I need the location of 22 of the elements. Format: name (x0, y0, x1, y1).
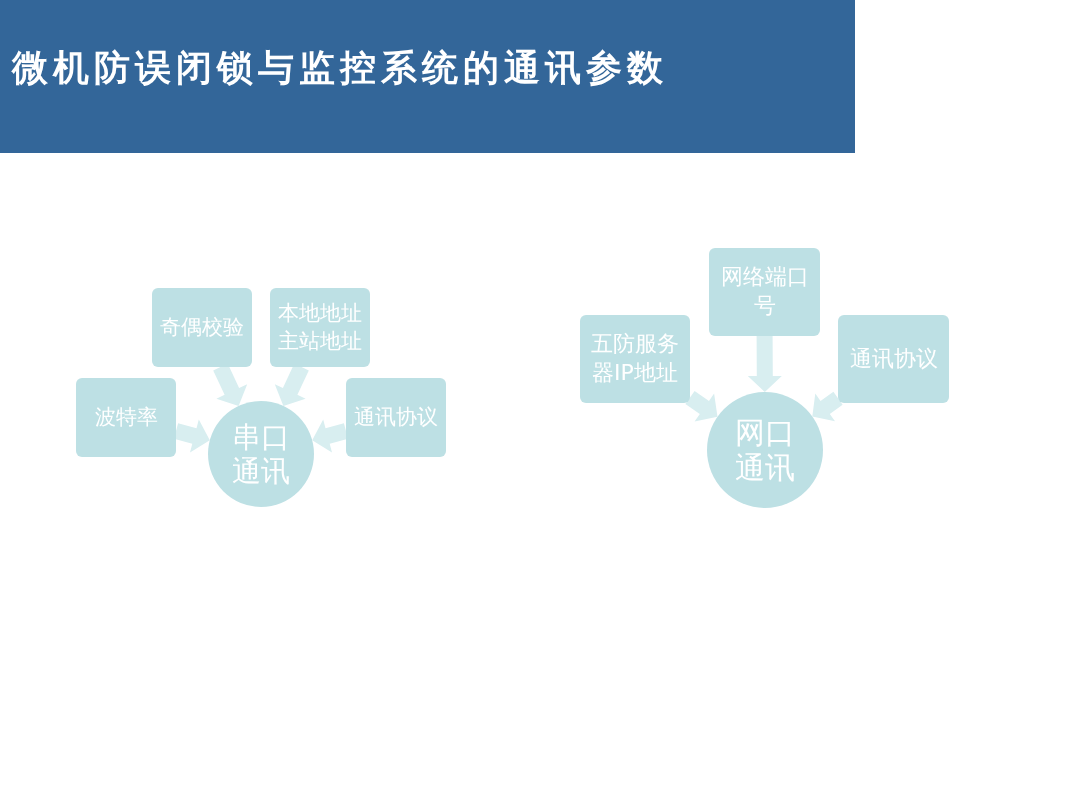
slide-title: 微机防误闭锁与监控系统的通讯参数 (12, 46, 668, 90)
block-arrow (747, 336, 782, 392)
parameter-box (346, 378, 446, 457)
parameter-label: 通讯协议 (849, 344, 938, 373)
parameter-label: 奇偶校验 (160, 313, 244, 341)
circle-label: 串口通讯 (231, 419, 291, 489)
parameter-label: 本地地址主站地址 (277, 300, 363, 355)
parameter-box (580, 315, 690, 403)
block-arrow (685, 390, 718, 422)
block-arrow (312, 419, 349, 453)
parameter-label: 五防服务器IP地址 (590, 330, 680, 387)
parameter-label: 波特率 (94, 403, 158, 431)
block-arrow (812, 391, 843, 422)
parameter-box (709, 248, 820, 336)
parameter-box (76, 378, 176, 457)
parameter-box (152, 288, 252, 367)
parameter-label: 网络端口号 (719, 263, 810, 320)
parameter-box (270, 288, 370, 367)
block-arrow (173, 419, 210, 453)
parameter-box (838, 315, 949, 403)
circle-label: 网口通讯 (734, 414, 796, 486)
parameter-label: 通讯协议 (354, 403, 438, 431)
